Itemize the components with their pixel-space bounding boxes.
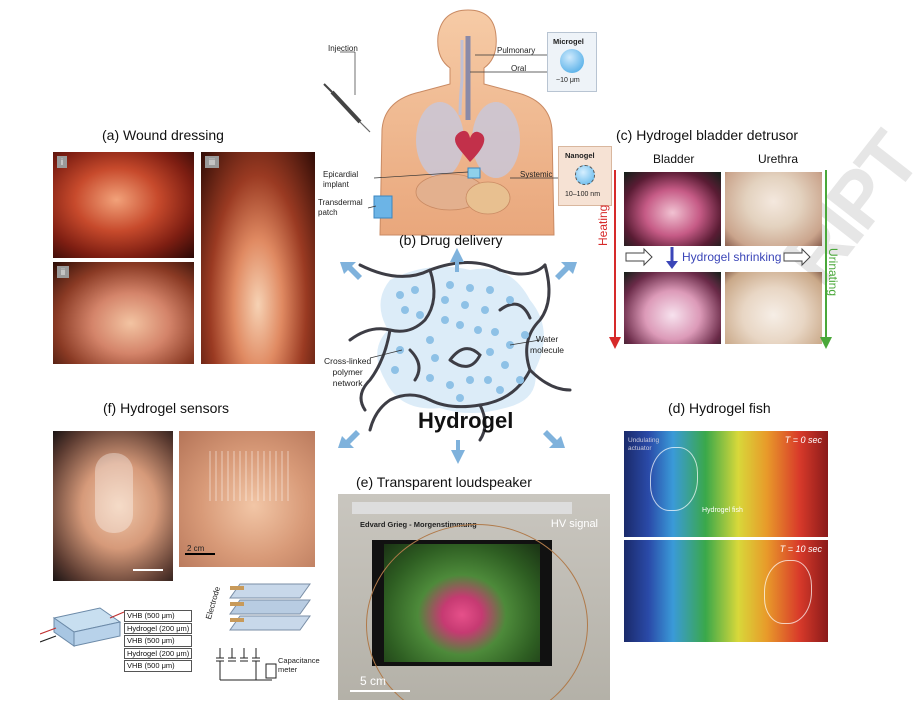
microgel-sphere-icon — [560, 49, 584, 73]
hand-sensor-photo: 2 cm — [179, 431, 315, 567]
urinating-label: Urinating — [826, 248, 840, 297]
fish-label: Hydrogel fish — [702, 507, 743, 514]
heart — [455, 130, 485, 162]
time-label-t0: T = 0 sec — [784, 435, 822, 445]
hv-signal-label: HV signal — [550, 518, 598, 530]
hydrogel-fish-shape — [764, 560, 812, 624]
fish-photo-t10: T = 10 sec — [624, 540, 828, 642]
speaker-scale-bar — [350, 690, 410, 692]
layer-label: VHB (500 μm) — [124, 610, 193, 622]
microgel-box: Microgel ~10 μm — [547, 32, 597, 92]
transdermal-patch — [373, 195, 393, 219]
hand-scale-bar — [185, 553, 215, 555]
lung-left — [416, 102, 464, 178]
urethra-photo-after — [725, 272, 822, 344]
actuator-label: Undulating actuator — [628, 437, 660, 452]
photo-tag: ii — [57, 266, 69, 278]
sensor-array — [209, 451, 289, 501]
panel-c-title: (c) Hydrogel bladder detrusor — [616, 127, 799, 143]
hydrogel-shrinking-label: Hydrogel shrinking — [682, 250, 782, 264]
bladder-photo-after — [624, 272, 721, 344]
wound-photo-iii: iii — [201, 152, 315, 364]
label-epicardial-implant: Epicardial implant — [323, 170, 359, 189]
polymer-chains — [348, 261, 572, 442]
panel-e-title: (e) Transparent loudspeaker — [356, 474, 532, 490]
wound-photo-i: i — [53, 152, 194, 258]
layer-label: VHB (500 μm) — [124, 635, 193, 647]
heating-label: Heating — [596, 204, 610, 246]
nanogel-size: 10–100 nm — [565, 191, 601, 198]
layer-label: Hydrogel (200 μm) — [124, 647, 193, 659]
finger-scale-bar — [133, 569, 163, 571]
capacitor-circuit — [216, 648, 277, 681]
urethra-photo-before — [725, 172, 822, 246]
water-molecules — [391, 281, 529, 402]
label-pulmonary: Pulmonary — [497, 46, 536, 55]
panel-a-title: (a) Wound dressing — [102, 127, 224, 143]
label-systemic: Systemic — [520, 170, 553, 179]
oral-tube — [458, 40, 464, 116]
microgel-label: Microgel — [553, 37, 584, 46]
layer-labels: VHB (500 μm) Hydrogel (200 μm) VHB (500 … — [124, 610, 193, 672]
panel-d-title: (d) Hydrogel fish — [668, 400, 771, 416]
nanogel-sphere-icon — [575, 165, 595, 185]
hydrogel-sleeve — [95, 453, 133, 533]
syringe-icon — [323, 83, 371, 133]
drug-delivery-body-diagram — [323, 9, 558, 236]
bladder-arrows — [609, 170, 832, 349]
sensor-layer-stack — [40, 607, 125, 647]
time-label-t10: T = 10 sec — [779, 544, 822, 554]
label-oral: Oral — [511, 64, 527, 73]
bladder-photo-before — [624, 172, 721, 246]
layer-label: Hydrogel (200 μm) — [124, 622, 193, 634]
urethra-column-label: Urethra — [758, 152, 799, 166]
fish-photo-t0: Undulating actuator Hydrogel fish T = 0 … — [624, 431, 828, 537]
hand-scale-label: 2 cm — [187, 544, 205, 553]
lung-right — [472, 102, 520, 178]
finger-sensor-photo — [53, 431, 173, 581]
water-molecule-label: Water molecule — [530, 334, 565, 355]
panel-f-title: (f) Hydrogel sensors — [103, 400, 230, 416]
nanogel-box: Nanogel 10–100 nm — [558, 146, 612, 206]
wound-photo-ii: ii — [53, 262, 194, 364]
polymer-network-fill — [377, 266, 544, 413]
epicardial-implant — [467, 167, 481, 179]
microgel-size: ~10 μm — [556, 77, 580, 84]
photo-tag: i — [57, 156, 67, 168]
screen-title: Edvard Grieg - Morgenstimmung — [360, 520, 477, 529]
center-hydrogel-label: Hydrogel — [418, 408, 514, 433]
capacitance-meter-label: Capacitance meter — [278, 656, 320, 674]
nanogel-label: Nanogel — [565, 151, 595, 160]
panel-b-title: (b) Drug delivery — [399, 232, 503, 248]
label-transdermal-patch: Transdermal patch — [318, 198, 363, 217]
human-torso — [379, 9, 555, 236]
bladder-column-label: Bladder — [653, 152, 695, 166]
loudspeaker-photo: Edvard Grieg - Morgenstimmung HV signal … — [338, 494, 610, 700]
speaker-scale-label: 5 cm — [360, 674, 387, 688]
network-label: Cross-linked polymer network — [324, 356, 372, 388]
browser-bar — [352, 502, 572, 514]
hydrogel-network-diagram — [348, 261, 572, 442]
label-injection: Injection — [328, 44, 358, 53]
electrode-stack-diagram — [229, 583, 311, 631]
stomach — [465, 181, 511, 215]
hydrogel-fish-shape — [650, 447, 698, 511]
photo-tag: iii — [205, 156, 219, 168]
layer-label: VHB (500 μm) — [124, 660, 193, 672]
